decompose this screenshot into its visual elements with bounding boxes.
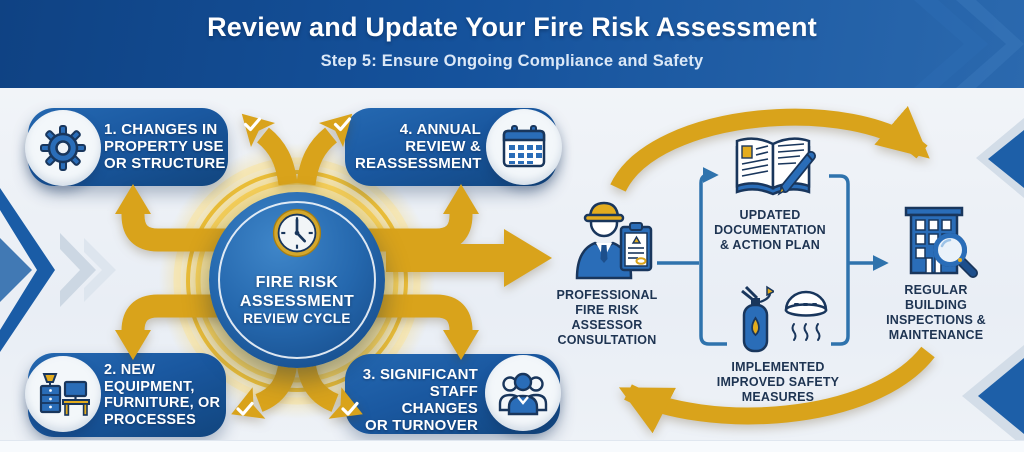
trigger-badge-3 [485, 355, 561, 431]
right-chevron-decor [962, 118, 1024, 447]
connector-left-bracket [699, 167, 727, 346]
left-chevron-decor [0, 188, 116, 352]
page-subtitle: Step 5: Ensure Ongoing Compliance and Sa… [320, 52, 704, 70]
header-band [0, 0, 1024, 88]
assessor-icon [575, 201, 653, 280]
review-cycle-hub: FIRE RISK ASSESSMENT REVIEW CYCLE [209, 192, 385, 368]
connector-right-bracket [829, 174, 850, 346]
flow-arc-bottom [618, 346, 935, 434]
magnifier-icon [933, 233, 978, 278]
trigger-label-1: 1. CHANGES IN PROPERTY USE OR STRUCTURE [104, 121, 226, 172]
process-label-measures: IMPLEMENTED IMPROVED SAFETY MEASURES [716, 360, 840, 404]
process-label-documentation: UPDATED DOCUMENTATION & ACTION PLAN [714, 208, 826, 252]
cycle-arrow-upleft [121, 213, 270, 252]
staff-icon [498, 372, 548, 416]
building-icon [904, 206, 978, 278]
bottom-strip [0, 440, 1024, 452]
book-icon [735, 137, 816, 196]
trigger-label-3: 3. SIGNIFICANT STAFF CHANGES OR TURNOVER [362, 366, 478, 434]
trigger-badge-4 [486, 109, 562, 185]
check-icon [236, 117, 359, 416]
cycle-arrows [115, 106, 935, 434]
check-arrow-topleft [256, 127, 298, 186]
extinguisher-icon [741, 285, 774, 353]
header-chevron-decor [914, 0, 1024, 88]
pen-icon [777, 151, 816, 196]
check-arrow-bottomright [296, 360, 339, 412]
cycle-arrow-upright [324, 213, 473, 252]
clipboard-icon [619, 222, 653, 272]
hub-subtitle: REVIEW CYCLE [243, 311, 351, 326]
clock-icon [272, 208, 322, 258]
furniture-icon [39, 373, 90, 416]
gear-icon [40, 125, 86, 171]
process-label-inspections: REGULAR BUILDING INSPECTIONS & MAINTENAN… [886, 283, 986, 342]
flow-connectors [657, 167, 889, 346]
calendar-icon [502, 125, 546, 168]
flow-arc-top [610, 106, 930, 193]
trigger-badge-1 [25, 110, 101, 186]
trigger-label-4: 4. ANNUAL REVIEW & REASSESSMENT [355, 121, 482, 172]
process-label-consultation: PROFESSIONAL FIRE RISK ASSESSOR CONSULTA… [556, 288, 658, 347]
check-arrow-bottomleft [255, 360, 298, 412]
hub-title: FIRE RISK ASSESSMENT [239, 274, 355, 310]
check-arrow-topright [296, 127, 338, 186]
trigger-label-2: 2. NEW EQUIPMENT, FURNITURE, OR PROCESSE… [104, 362, 221, 428]
smoke-detector-icon [784, 290, 828, 341]
trigger-badge-2 [25, 356, 101, 432]
page-title: Review and Update Your Fire Risk Assessm… [207, 12, 817, 42]
